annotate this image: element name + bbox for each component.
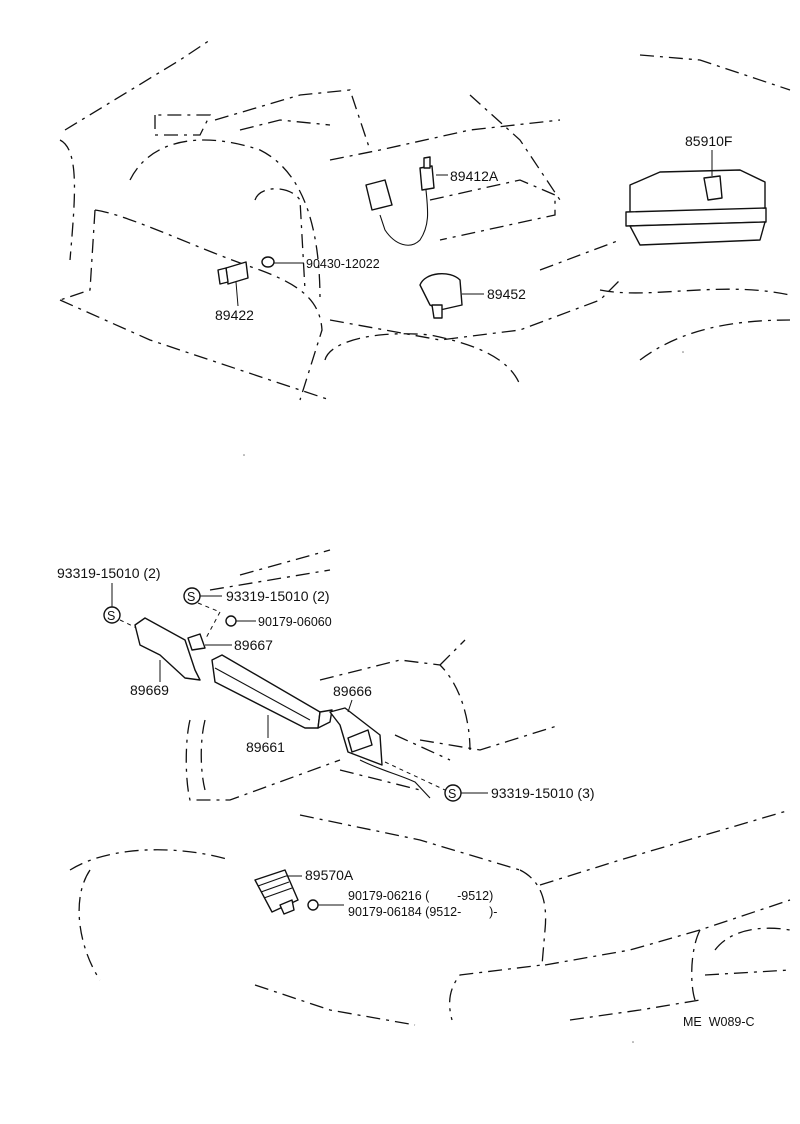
label-bolt-mid: 93319-15010 (2): [226, 588, 330, 604]
label-89666: 89666: [333, 683, 372, 699]
fender-outline: [69, 809, 791, 1026]
part-89452: [419, 273, 484, 319]
label-90430-12022: 90430-12022: [306, 257, 380, 271]
bolt-mid-mark: S: [187, 590, 195, 604]
part-89412A: [365, 156, 448, 246]
label-89422: 89422: [215, 307, 254, 323]
label-89452: 89452: [487, 286, 526, 302]
bolt-right-mark: S: [448, 787, 456, 801]
part-89422: [217, 261, 249, 307]
part-89666: [329, 699, 431, 799]
engine-bay-outline: [59, 39, 791, 401]
speck: [682, 351, 684, 353]
relay-box: [625, 169, 767, 246]
label-90179-06184: 90179-06184 (9512- )-: [348, 905, 497, 919]
label-85910F: 85910F: [685, 133, 732, 149]
part-90179-nut: [307, 899, 344, 911]
label-89570A: 89570A: [305, 867, 354, 883]
label-90179-06216: 90179-06216 ( -9512): [348, 889, 493, 903]
label-89667: 89667: [234, 637, 273, 653]
part-90430-12022: [261, 256, 304, 268]
label-89669: 89669: [130, 682, 169, 698]
label-89661: 89661: [246, 739, 285, 755]
part-90179-06060: [225, 615, 256, 627]
part-89667: [187, 633, 232, 651]
bolt-right: S: [384, 761, 488, 802]
label-bolt-right: 93319-15010 (3): [491, 785, 595, 801]
footer-code: ME W089-C: [683, 1015, 755, 1029]
speck: [632, 1041, 634, 1043]
label-89412A: 89412A: [450, 168, 499, 184]
part-89669: [134, 617, 201, 682]
label-90179-06060: 90179-06060: [258, 615, 332, 629]
label-bolt-left: 93319-15010 (2): [57, 565, 161, 581]
speck: [243, 454, 245, 456]
bumper-outline: [185, 549, 561, 801]
part-89661: [211, 654, 333, 738]
bolt-left: S: [103, 583, 146, 633]
part-85910F: [703, 150, 723, 201]
bolt-left-mark: S: [107, 609, 115, 623]
part-89570A: [254, 869, 302, 915]
bolt-mid: S: [183, 587, 222, 641]
